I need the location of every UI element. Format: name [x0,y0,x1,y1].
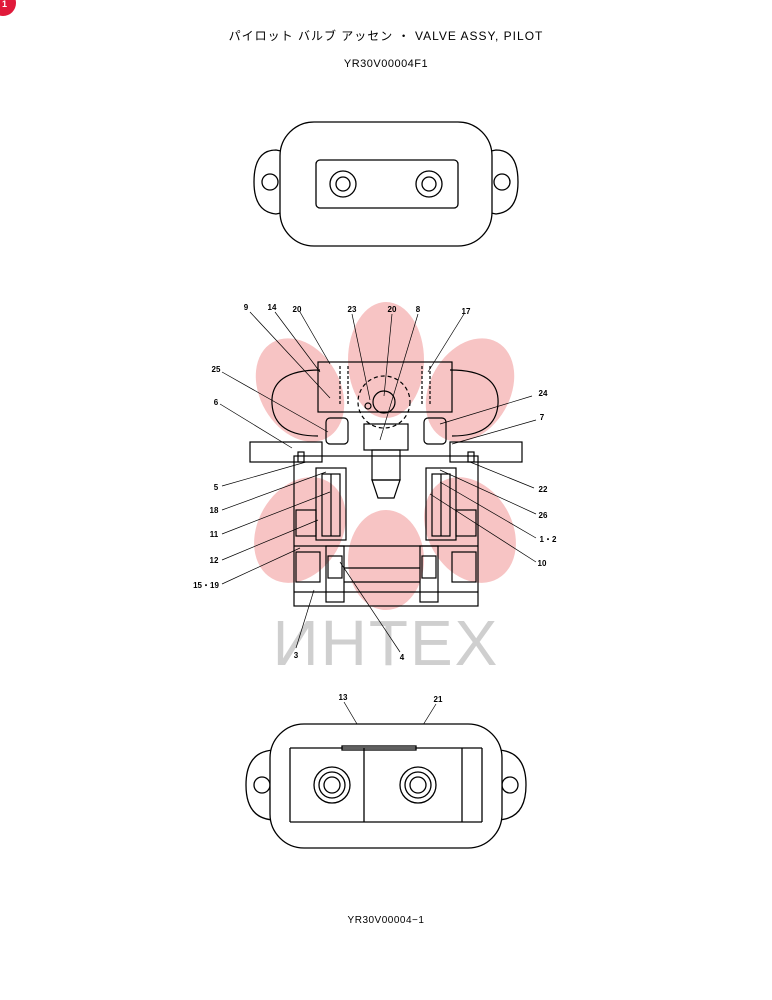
leader-lines [219,311,537,747]
callout-24: 24 [539,389,548,398]
watermark-text: ИНТЕХ [273,607,500,679]
callout-20a: 20 [293,305,302,314]
callout-22: 22 [539,485,548,494]
callout-14: 14 [268,303,277,312]
callout-12: 12 [210,556,219,565]
callout-3: 3 [294,651,299,660]
callout-8: 8 [416,305,421,314]
corner-badge-text: 1 [2,0,8,9]
callout-18: 18 [210,506,219,515]
callout-4: 4 [400,653,405,662]
callout-10: 10 [538,559,547,568]
bottom-view [245,723,527,849]
drawing-code-top: YR30V00004F1 [343,58,429,70]
top-view [253,121,519,247]
callout-7: 7 [540,413,545,422]
drawing-code-bottom: YR30V00004−1 [347,915,425,926]
callout-15-19: 15・19 [193,581,219,590]
callout-13: 13 [339,693,348,702]
callout-25: 25 [212,365,221,374]
watermark-logo [254,302,516,610]
callout-5: 5 [214,483,219,492]
callout-20b: 20 [388,305,397,314]
callout-26: 26 [539,511,548,520]
callout-9: 9 [244,303,249,312]
callout-11: 11 [210,530,219,539]
callout-6: 6 [214,398,219,407]
corner-badge: 1 [0,0,16,16]
callout-labels: 9 14 20 23 20 8 17 25 6 24 7 5 18 11 12 … [193,303,557,704]
callout-1-2: 1・2 [540,535,557,544]
page-title: パイロット バルブ アッセン ・ VALVE ASSY, PILOT [228,29,544,43]
callout-23: 23 [348,305,357,314]
section-view [249,361,523,607]
callout-21: 21 [434,695,443,704]
callout-17: 17 [462,307,471,316]
